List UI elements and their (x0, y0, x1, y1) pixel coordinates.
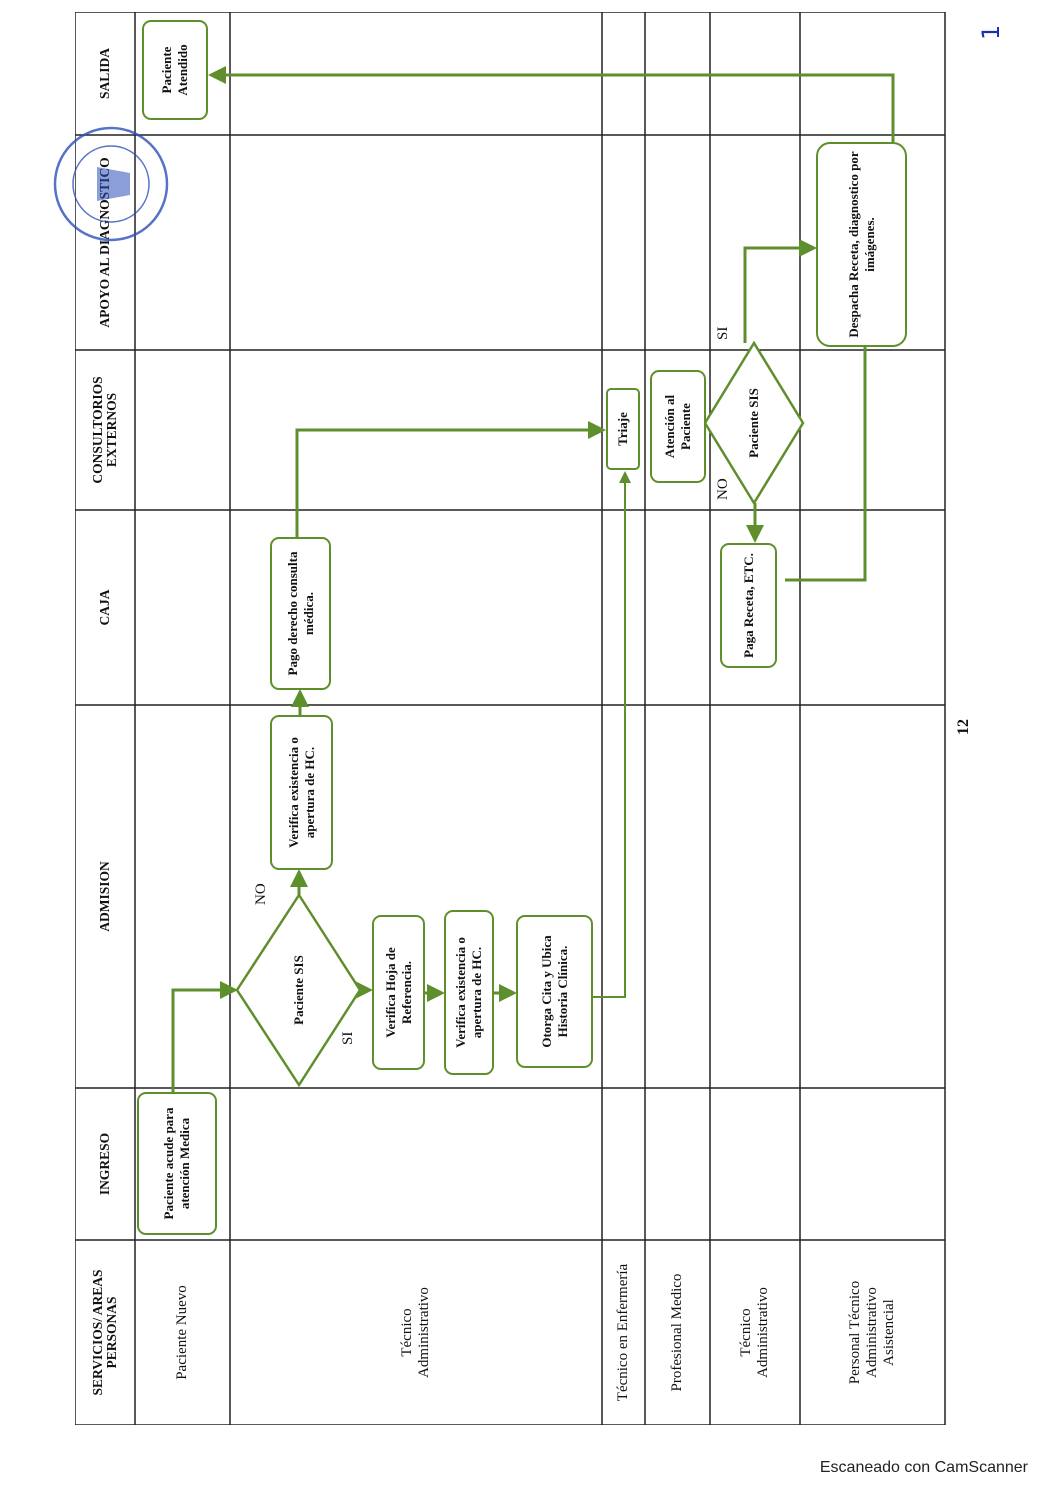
header-consultorios: CONSULTORIOS EXTERNOS (90, 376, 119, 484)
connector (171, 981, 238, 1092)
node-verifica-hc-1: Verifica existencia o apertura de HC. (270, 715, 333, 870)
node-paciente-sis-2: Paciente SIS (746, 388, 761, 458)
connector (743, 239, 817, 343)
label-si: SI (715, 326, 731, 340)
node-paga-receta: Paga Receta, ETC. (720, 543, 777, 668)
row-label: Profesional Medico (669, 1273, 685, 1392)
node-otorga-cita: Otorga Cita y Ubica Historia Clínica. (516, 915, 593, 1068)
row-label: Técnico en Enfermería (615, 1263, 631, 1402)
institutional-stamp (53, 126, 169, 242)
connector (785, 347, 867, 582)
node-pago-derecho: Pago derecho consulta médica. (270, 537, 331, 690)
row-label: Técnico Administrativo (399, 1287, 432, 1378)
label-si: SI (340, 1031, 356, 1045)
node-triaje: Triaje (606, 388, 640, 470)
table-grid (75, 12, 946, 1425)
header-salida: SALIDA (97, 48, 112, 100)
flowchart-lines (75, 12, 946, 1425)
connector (295, 421, 606, 537)
flowchart-sheet: SERVICIOS/ AREAS PERSONAS INGRESO ADMISI… (53, 12, 1015, 1425)
label-no: NO (715, 478, 731, 500)
node-paciente-acude: Paciente acude para atención Medica (137, 1092, 217, 1235)
node-despacha: Despacha Receta, diagnostico por imágene… (816, 142, 907, 347)
connector (208, 66, 895, 142)
header-caja: CAJA (97, 589, 112, 626)
row-label: Paciente Nuevo (174, 1285, 190, 1380)
connector (593, 471, 631, 998)
decision-diamond-sis-2 (703, 340, 805, 506)
header-servicios: SERVICIOS/ AREAS PERSONAS (90, 1269, 119, 1396)
row-label: Personal Técnico Administrativo Asistenc… (847, 1280, 897, 1385)
node-verifica-hoja: Verifica Hoja de Referencia. (372, 915, 425, 1070)
node-verifica-hc-2: Verifica existencia o apertura de HC. (444, 910, 494, 1075)
handwritten-mark: 1 (977, 24, 1005, 40)
node-atencion: Atención al Paciente (650, 370, 706, 483)
node-paciente-sis-1: Paciente SIS (291, 955, 306, 1025)
header-ingreso: INGRESO (97, 1132, 112, 1196)
row-label: Técnico Administrativo (738, 1287, 771, 1378)
page-number: 12 (955, 719, 972, 735)
label-no: NO (253, 883, 269, 905)
node-paciente-atendido: Paciente Atendido (142, 20, 208, 120)
scanner-footer: Escaneado con CamScanner (819, 1459, 1028, 1476)
decision-diamond-sis-1 (235, 892, 362, 1088)
header-admision: ADMISION (97, 861, 112, 932)
